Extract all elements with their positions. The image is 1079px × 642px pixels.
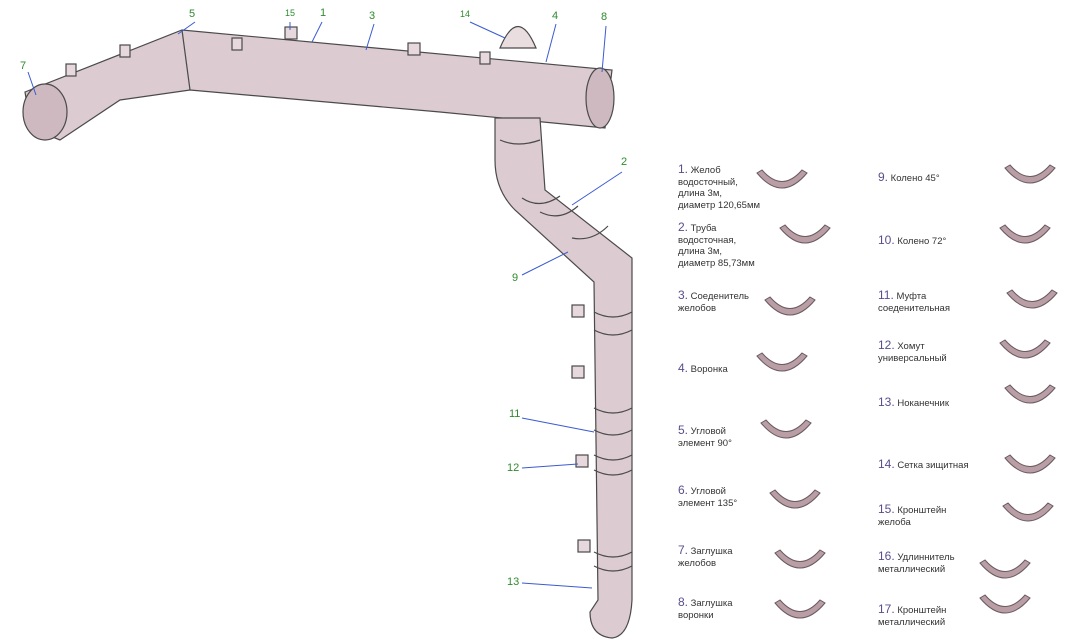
legend-number: 4. xyxy=(678,361,689,375)
part-thumbnail-icon xyxy=(769,489,821,509)
callout-13: 13 xyxy=(507,576,520,588)
legend-number: 5. xyxy=(678,423,689,437)
callout-11: 11 xyxy=(509,408,521,420)
legend-number: 12. xyxy=(878,338,895,352)
callout-2: 2 xyxy=(621,156,628,168)
part-thumbnail-icon xyxy=(779,224,831,244)
legend-number: 8. xyxy=(678,595,689,609)
legend-item: 6. Угловой элемент 135° xyxy=(678,483,738,509)
callout-8: 8 xyxy=(601,11,608,23)
callout-3: 3 xyxy=(369,10,376,22)
legend-text: Воронка xyxy=(690,364,728,375)
legend-item: 8. Заглушка воронки xyxy=(678,595,733,621)
part-thumbnail-icon xyxy=(1004,384,1056,404)
part-thumbnail-icon xyxy=(774,599,826,619)
callout-12: 12 xyxy=(507,462,520,474)
legend-number: 13. xyxy=(878,395,895,409)
part-thumbnail-icon xyxy=(760,419,812,439)
part-thumbnail-icon xyxy=(756,352,808,372)
callout-1: 1 xyxy=(320,7,327,19)
legend-item: 16. Удлиннитель металлический xyxy=(878,549,955,575)
part-thumbnail-icon xyxy=(1002,502,1054,522)
part-thumbnail-icon xyxy=(764,296,816,316)
legend-item: 13. Ноканечник xyxy=(878,395,949,410)
part-thumbnail-icon xyxy=(979,559,1031,579)
part-thumbnail-icon xyxy=(1004,454,1056,474)
legend-item: 1. Желоб водосточный, длина 3м, диаметр … xyxy=(678,162,761,211)
legend-text: Кронштейн металлический xyxy=(878,605,947,628)
legend-number: 17. xyxy=(878,602,895,616)
legend-item: 11. Муфта соеденительная xyxy=(878,288,950,314)
legend-item: 12. Хомут универсальный xyxy=(878,338,947,364)
legend-item: 3. Соеденитель желобов xyxy=(678,288,749,314)
legend-text: Труба водосточная, длина 3м, диаметр 85,… xyxy=(678,223,755,269)
callout-15: 15 xyxy=(285,8,296,18)
legend-text: Соеденитель желобов xyxy=(678,291,749,314)
legend-item: 5. Угловой элемент 90° xyxy=(678,423,732,449)
legend-text: Сетка зищитная xyxy=(897,460,969,471)
callout-9: 9 xyxy=(512,272,519,284)
gutter-end-cap-left xyxy=(22,83,68,141)
legend-number: 15. xyxy=(878,502,895,516)
part-thumbnail-icon xyxy=(979,594,1031,614)
part-thumbnail-icon xyxy=(774,549,826,569)
legend-text: Хомут универсальный xyxy=(878,341,947,364)
callout-14: 14 xyxy=(460,9,471,19)
part-thumbnail-icon xyxy=(756,169,808,189)
part-thumbnail-icon xyxy=(1006,289,1058,309)
downpipe xyxy=(494,117,633,639)
callout-7: 7 xyxy=(20,60,27,72)
legend-number: 6. xyxy=(678,483,689,497)
legend-number: 10. xyxy=(878,233,895,247)
legend-item: 4. Воронка xyxy=(678,361,728,376)
legend-text: Ноканечник xyxy=(897,398,949,409)
legend-number: 16. xyxy=(878,549,895,563)
legend-number: 7. xyxy=(678,543,689,557)
legend-text: Удлиннитель металлический xyxy=(878,552,955,575)
legend-item: 14. Сетка зищитная xyxy=(878,457,969,472)
legend-text: Заглушка желобов xyxy=(678,546,733,569)
legend-number: 11. xyxy=(878,288,894,302)
gutter-guard xyxy=(499,26,537,49)
legend-item: 17. Кронштейн металлический xyxy=(878,602,947,628)
legend-text: Желоб водосточный, длина 3м, диаметр 120… xyxy=(678,165,761,211)
legend-item: 10. Колено 72° xyxy=(878,233,947,248)
callout-5: 5 xyxy=(189,8,196,20)
legend-item: 15. Кронштейн желоба xyxy=(878,502,947,528)
part-thumbnail-icon xyxy=(1004,164,1056,184)
part-thumbnail-icon xyxy=(999,339,1051,359)
legend-text: Кронштейн желоба xyxy=(878,505,947,528)
legend-text: Угловой элемент 90° xyxy=(678,426,732,449)
legend-number: 3. xyxy=(678,288,689,302)
funnel-end-cap xyxy=(585,67,615,129)
legend-item: 7. Заглушка желобов xyxy=(678,543,733,569)
legend-number: 9. xyxy=(878,170,889,184)
legend-text: Заглушка воронки xyxy=(678,598,733,621)
legend-text: Колено 72° xyxy=(897,236,947,247)
callout-4: 4 xyxy=(552,10,559,22)
legend-item: 9. Колено 45° xyxy=(878,170,940,185)
legend-text: Угловой элемент 135° xyxy=(678,486,738,509)
legend-text: Муфта соеденительная xyxy=(878,291,950,314)
legend-number: 1. xyxy=(678,162,689,176)
legend-text: Колено 45° xyxy=(890,173,940,184)
legend-number: 14. xyxy=(878,457,895,471)
part-thumbnail-icon xyxy=(999,224,1051,244)
legend-item: 2. Труба водосточная, длина 3м, диаметр … xyxy=(678,220,755,269)
legend-number: 2. xyxy=(678,220,689,234)
